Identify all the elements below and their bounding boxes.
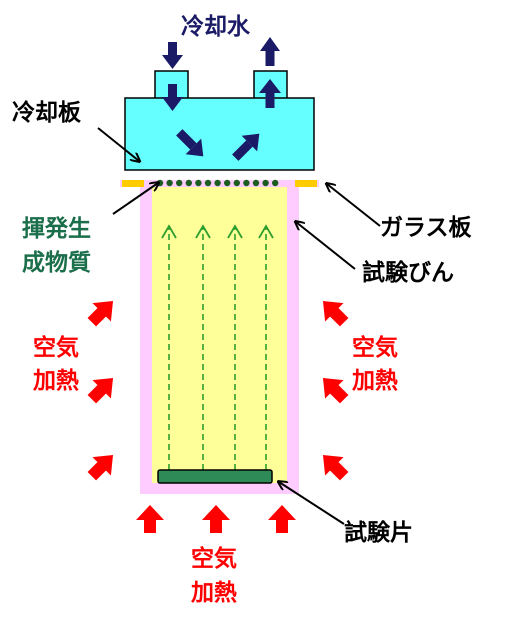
label-air-heating-bottom-1: 空気 (191, 545, 237, 572)
condensate-dot (195, 179, 202, 187)
leader-lines (97, 127, 381, 525)
condensate-dot (224, 179, 231, 187)
label-air-heating-left-2: 加熱 (32, 368, 79, 394)
water-flow-diagonal-arrow (232, 133, 260, 161)
label-cooling-plate: 冷却板 (12, 99, 82, 126)
heat-arrow-left (87, 454, 114, 481)
heat-arrow-right (322, 377, 349, 404)
condensate-dot (272, 179, 279, 187)
label-air-heating-right-2: 加熱 (351, 368, 398, 394)
condensate-dot (233, 179, 240, 187)
cooling-water-arrows (162, 37, 281, 161)
leader-cooling-plate (97, 127, 139, 161)
leader-test-bottle (296, 222, 356, 270)
label-volatile-line1: 揮発生 (22, 216, 91, 242)
condensate-dot (214, 179, 221, 187)
heat-arrow-right (322, 300, 349, 327)
condensate-dots (156, 179, 279, 187)
condensate-dot (262, 179, 269, 187)
condensate-dot (204, 179, 212, 187)
leader-volatile (112, 183, 158, 215)
label-air-heating-bottom-2: 加熱 (190, 580, 237, 606)
condensate-dot (243, 179, 250, 187)
test-piece (157, 469, 273, 484)
vapor-flow-arrow (195, 224, 211, 470)
water-inlet-inner-arrow (162, 84, 183, 111)
vapor-flow-arrow (161, 224, 177, 470)
leader-test-piece (279, 482, 345, 525)
water-inlet-arrow (162, 42, 183, 69)
heat-arrow-right (322, 454, 349, 481)
vapor-flow-arrows (161, 224, 274, 470)
heat-arrow-bottom (202, 505, 230, 533)
condensate-dot (185, 179, 192, 187)
condensate-dot (166, 179, 173, 187)
vapor-flow-arrow (258, 224, 274, 470)
water-flow-diagonal-arrow (176, 129, 204, 157)
heat-arrow-bottom (136, 505, 164, 533)
leader-glass-plate (327, 184, 381, 227)
heat-arrows (87, 300, 349, 533)
condensate-dot (176, 179, 183, 187)
condensate-dot (252, 179, 260, 187)
vapor-flow-arrow (227, 224, 243, 470)
heat-arrow-left (87, 300, 114, 327)
label-cooling-water: 冷却水 (181, 13, 251, 40)
label-glass-plate: ガラス板 (380, 215, 473, 241)
labels: 冷却水 冷却板 揮発生 成物質 ガラス板 試験びん 空気 加熱 空気 加熱 試験… (12, 13, 473, 606)
water-outlet-inner-arrow (259, 79, 281, 108)
label-air-heating-left-1: 空気 (33, 334, 79, 361)
label-volatile-line2: 成物質 (22, 249, 91, 276)
label-test-piece: 試験片 (344, 519, 413, 546)
label-air-heating-right-1: 空気 (352, 334, 398, 361)
water-outlet-arrow (260, 37, 280, 66)
heat-arrow-left (87, 377, 114, 404)
heat-arrow-bottom (268, 505, 296, 533)
label-test-bottle: 試験びん (362, 259, 454, 286)
cooling-plate (124, 70, 315, 171)
